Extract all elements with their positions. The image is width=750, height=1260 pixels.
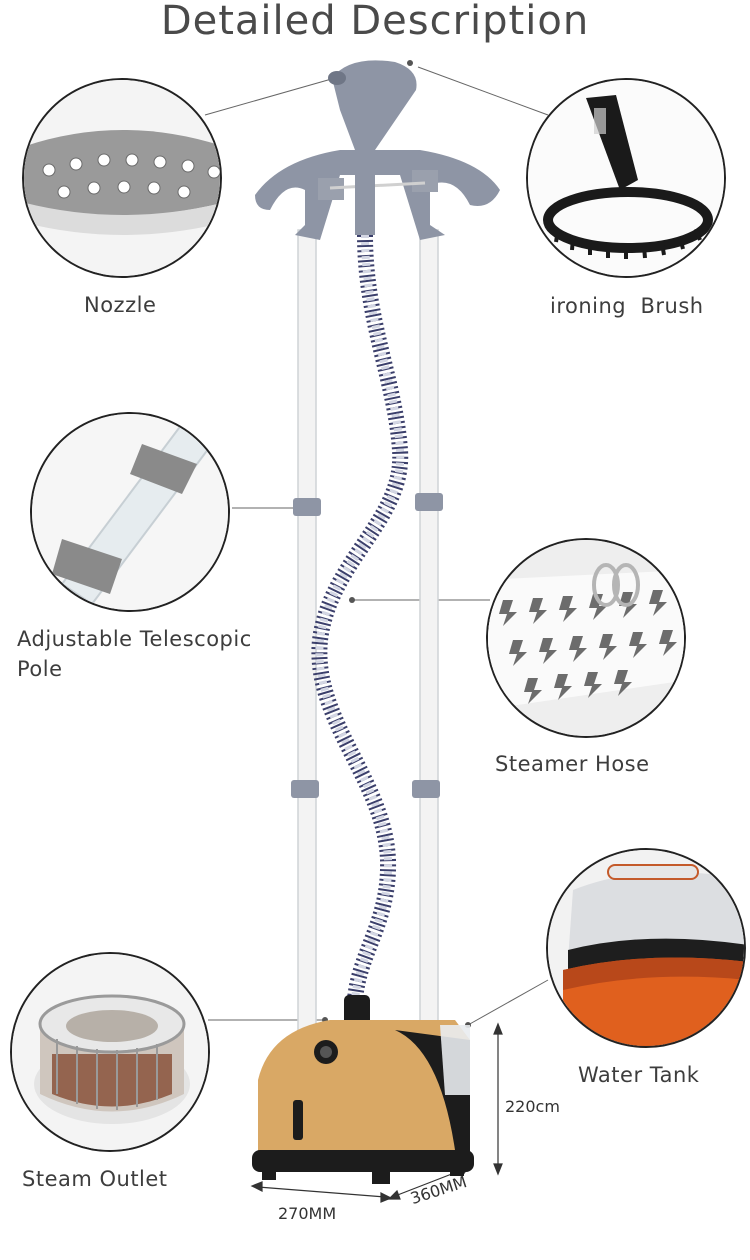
nozzle-label: Nozzle [84, 293, 157, 317]
page-title: Detailed Description [160, 0, 590, 44]
pole-label-line2: Pole [17, 657, 63, 681]
hose-detail-image [486, 538, 686, 738]
brush-label: ironing Brush [550, 294, 704, 318]
hose-label: Steamer Hose [495, 752, 650, 776]
pole-label-line1: Adjustable Telescopic [17, 627, 252, 651]
water-tank-label: Water Tank [578, 1063, 700, 1087]
height-dimension: 220cm [505, 1097, 560, 1116]
nozzle-detail-image [22, 78, 222, 278]
water-tank-detail-image [546, 848, 746, 1048]
steam-outlet-label: Steam Outlet [22, 1167, 168, 1191]
width-dimension: 270MM [278, 1204, 337, 1223]
pole-detail-image [30, 412, 230, 612]
pole-label: Adjustable Telescopic Pole [17, 624, 252, 684]
brush-detail-image [526, 78, 726, 278]
steam-outlet-detail-image [10, 952, 210, 1152]
